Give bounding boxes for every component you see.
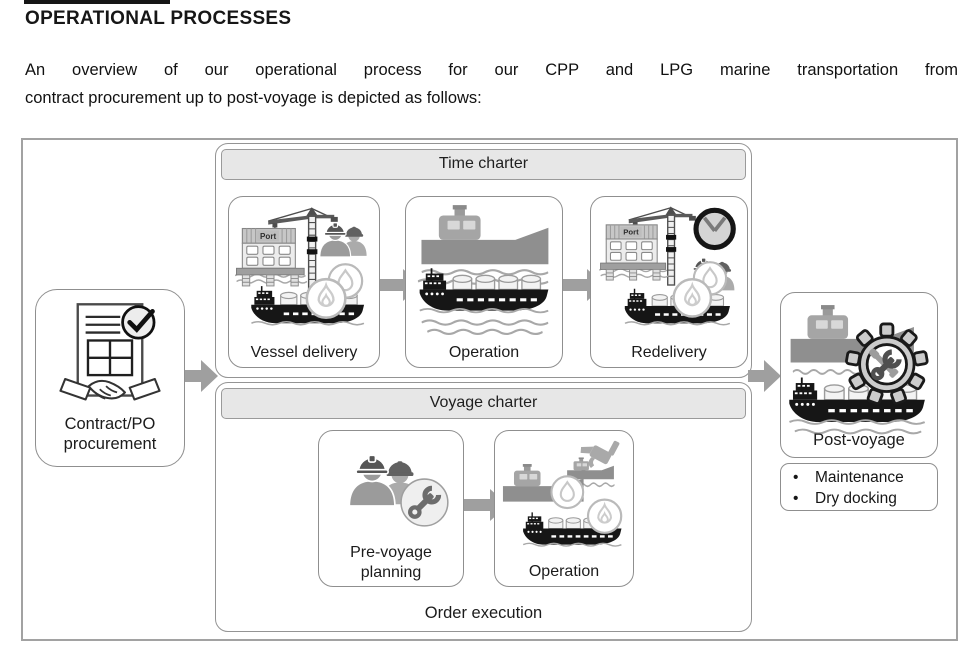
waves-icon <box>421 319 549 326</box>
post-voyage-box: Post-voyage <box>780 292 938 458</box>
note-dry-docking: Dry docking <box>781 488 937 509</box>
flame-badge-icon <box>672 277 713 318</box>
intro-line-2: contract procurement up to post-voyage i… <box>25 88 482 107</box>
step-label: Operation <box>448 344 520 361</box>
order-execution-label: Order execution <box>424 604 543 622</box>
vessel-delivery-port-icon <box>235 206 368 337</box>
note-maintenance: Maintenance <box>781 467 937 488</box>
cargo-ship-icon <box>421 205 549 265</box>
step-box-redelivery: Redelivery <box>590 196 748 368</box>
step-box-operation-time-charter: Operation <box>405 196 563 368</box>
flow-arrow-icon <box>748 360 781 392</box>
clock-icon <box>696 210 733 247</box>
port-building-icon <box>235 229 307 286</box>
step-label: Pre-voyage planning <box>350 544 432 581</box>
step-box-operation-voyage-charter: Operation <box>494 430 634 587</box>
contract-step-label: Contract/PO procurement <box>63 415 157 453</box>
tanker-ship-icon <box>420 268 549 312</box>
contract-procurement-box: Contract/PO procurement <box>35 289 185 467</box>
step-label: Vessel delivery <box>250 344 358 361</box>
step-label: Post-voyage <box>813 431 905 449</box>
voyage-charter-header: Voyage charter <box>221 388 746 419</box>
contract-document-check-handshake-icon <box>59 303 161 401</box>
time-charter-header: Time charter <box>221 149 746 180</box>
cargo-ship-operation-icon <box>417 205 556 336</box>
port-building-icon <box>599 225 668 280</box>
flow-arrow-icon <box>185 360 218 392</box>
step-label: Redelivery <box>631 344 707 361</box>
ship-maintenance-gear-icon <box>787 305 931 435</box>
step-box-vessel-delivery: Vessel delivery <box>228 196 380 368</box>
intro-paragraph: An overview of our operational process f… <box>25 57 958 112</box>
wrench-badge-icon <box>401 479 448 526</box>
workers-wrench-icon <box>348 454 457 540</box>
flame-badge-icon <box>586 498 623 534</box>
intro-line-1: An overview of our operational process f… <box>25 61 958 79</box>
water-drop-badge-icon <box>550 475 585 510</box>
flame-badge-icon <box>305 277 347 319</box>
flow-arrow-icon <box>450 489 508 521</box>
post-voyage-notes-box: Maintenance Dry docking <box>780 463 938 511</box>
page-title: OPERATIONAL PROCESSES <box>25 8 292 29</box>
redelivery-port-clock-icon <box>597 205 741 337</box>
step-box-pre-voyage-planning: Pre-voyage planning <box>318 430 464 587</box>
step-label: Operation <box>528 563 600 580</box>
waves-icon <box>427 328 543 336</box>
cropped-content-top <box>24 0 170 4</box>
workers-icon <box>319 222 368 258</box>
ship-refueling-icon <box>502 435 623 556</box>
waves-icon <box>792 369 860 375</box>
